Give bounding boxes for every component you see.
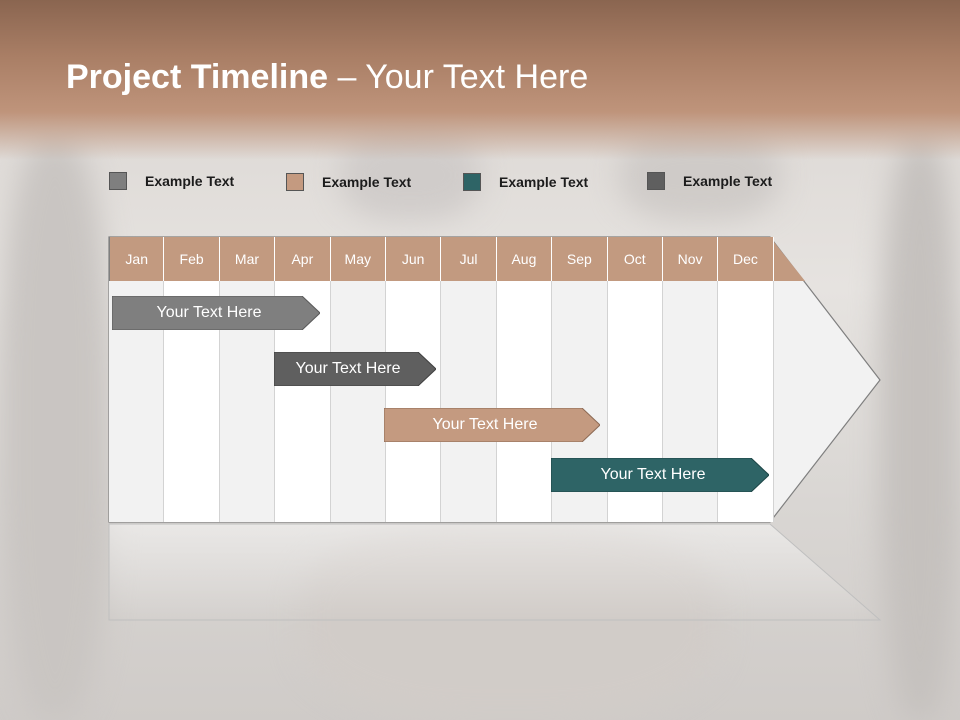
task-bar[interactable]: Your Text Here — [551, 458, 769, 492]
month-header-feb: Feb — [164, 237, 220, 281]
month-header-nov: Nov — [662, 237, 719, 281]
month-header-jun: Jun — [385, 237, 442, 281]
month-header-apr: Apr — [275, 237, 331, 281]
task-bar-label: Your Text Here — [295, 360, 401, 377]
legend-item-3: Example Text — [463, 171, 588, 193]
legend-swatch-dark-gray — [647, 172, 665, 190]
legend-label: Example Text — [322, 174, 412, 190]
legend-label: Example Text — [683, 173, 773, 189]
legend-swatch-tan — [286, 173, 304, 191]
month-column-jul — [441, 281, 497, 522]
month-header-may: May — [330, 237, 386, 281]
legend-label: Example Text — [499, 174, 589, 190]
month-header-mar: Mar — [219, 237, 276, 281]
task-bar[interactable]: Your Text Here — [112, 296, 320, 330]
task-bar[interactable]: Your Text Here — [274, 352, 436, 386]
month-header-aug: Aug — [496, 237, 553, 281]
title-bold: Project Timeline — [66, 58, 329, 96]
month-header-sep: Sep — [552, 237, 608, 281]
legend-swatch-gray — [109, 172, 127, 190]
legend-item-4: Example Text — [647, 170, 772, 192]
month-column-may — [330, 281, 386, 522]
month-column-jun — [385, 281, 442, 522]
legend-item-1: Example Text — [109, 170, 234, 192]
title-light: – Your Text Here — [328, 58, 589, 96]
task-bar-label: Your Text Here — [156, 304, 262, 321]
legend-swatch-teal — [463, 173, 481, 191]
task-bar-label: Your Text Here — [600, 466, 706, 483]
task-bar[interactable]: Your Text Here — [384, 408, 600, 442]
header-band — [0, 0, 960, 160]
month-header-jan: Jan — [109, 237, 165, 281]
month-column-aug — [496, 281, 553, 522]
legend-label: Example Text — [145, 173, 235, 189]
task-bar-label: Your Text Here — [432, 416, 538, 433]
month-header-jul: Jul — [441, 237, 497, 281]
legend-item-2: Example Text — [286, 171, 411, 193]
page-title: Project Timeline – Your Text Here — [66, 58, 588, 97]
month-header-dec: Dec — [718, 237, 774, 281]
month-header-oct: Oct — [607, 237, 663, 281]
